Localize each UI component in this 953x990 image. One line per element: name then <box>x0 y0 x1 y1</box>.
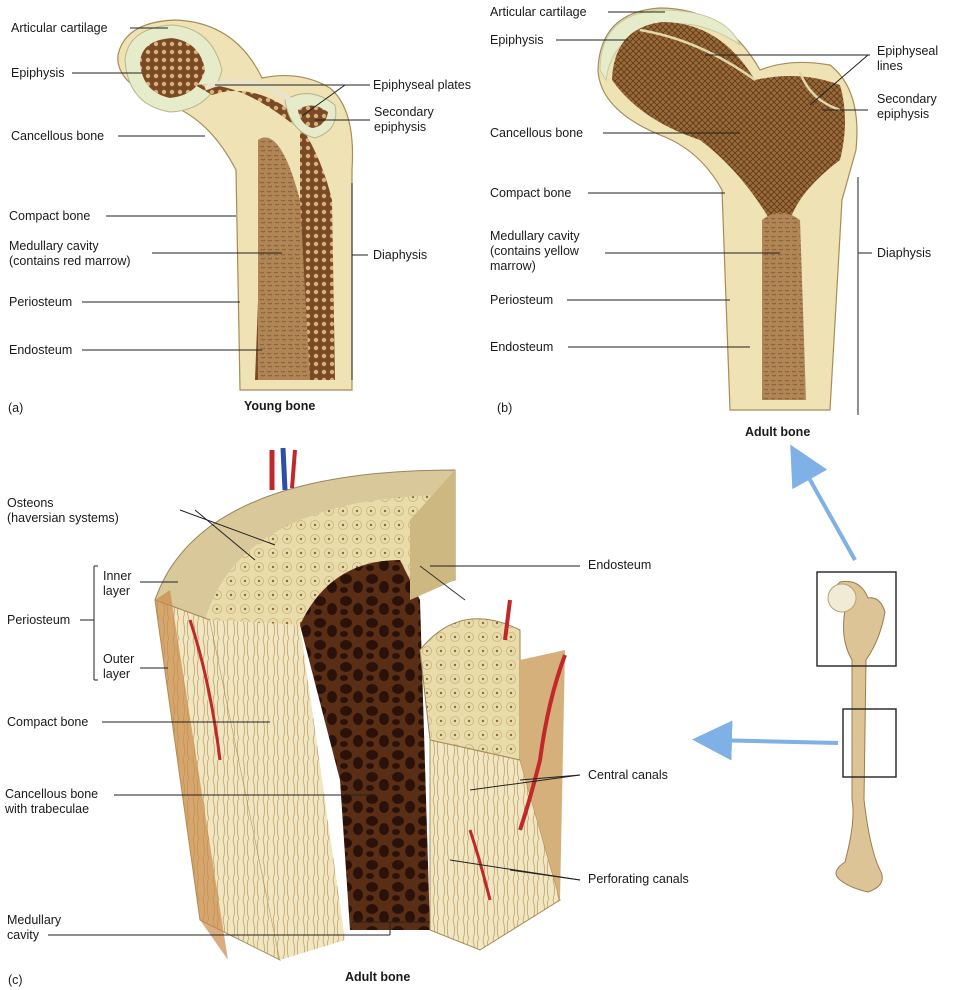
label-periosteum-c: Periosteum <box>7 613 71 627</box>
panel-letter-b: (b) <box>497 401 513 415</box>
panel-letter-c: (c) <box>8 973 23 987</box>
label-central-canals: Central canals <box>588 768 668 782</box>
caption-adult-bone-b: Adult bone <box>745 425 811 439</box>
femur-thumbnail <box>816 571 897 893</box>
label-epiphysis-a: Epiphysis <box>11 66 65 80</box>
label-diaphysis-a: Diaphysis <box>373 248 428 262</box>
label-periosteum-b: Periosteum <box>490 293 554 307</box>
label-medullary-cavity-a: Medullary cavity (contains red marrow) <box>9 239 131 268</box>
bone-section-illustration <box>154 447 567 961</box>
label-cancellous-bone-b: Cancellous bone <box>490 126 584 140</box>
adult-bone-illustration <box>597 7 858 411</box>
label-medullary-cavity-c: Medullary cavity <box>7 913 62 942</box>
arrow-to-section <box>692 720 839 761</box>
leader-lines <box>48 11 872 936</box>
label-epiphyseal-lines: Epiphyseal lines <box>877 44 939 73</box>
label-compact-bone-b: Compact bone <box>490 186 572 200</box>
panel-letter-a: (a) <box>8 401 24 415</box>
label-endosteum-b: Endosteum <box>490 340 554 354</box>
label-secondary-epiphysis-a: Secondary epiphysis <box>374 105 434 134</box>
caption-young-bone: Young bone <box>244 399 316 413</box>
label-secondary-epiphysis-b: Secondary epiphysis <box>877 92 937 121</box>
label-diaphysis-b: Diaphysis <box>877 246 932 260</box>
label-cancellous-bone-c: Cancellous bone with trabeculae <box>5 787 99 816</box>
label-endosteum-a: Endosteum <box>9 343 73 357</box>
label-osteons: Osteons (haversian systems) <box>7 496 119 525</box>
label-medullary-cavity-b: Medullary cavity (contains yellow marrow… <box>490 229 580 273</box>
label-compact-bone-c: Compact bone <box>7 715 89 729</box>
arrow-to-adult-bone <box>790 444 857 561</box>
young-bone-illustration <box>117 19 354 391</box>
label-epiphyseal-plates: Epiphyseal plates <box>373 78 471 92</box>
label-perforating-canals: Perforating canals <box>588 872 689 886</box>
label-inner-layer: Inner layer <box>103 569 132 598</box>
label-epiphysis-b: Epiphysis <box>490 33 544 47</box>
label-periosteum-a: Periosteum <box>9 295 73 309</box>
label-compact-bone-a: Compact bone <box>9 209 91 223</box>
caption-adult-bone-c: Adult bone <box>345 970 411 984</box>
label-endosteum-c: Endosteum <box>588 558 652 572</box>
label-outer-layer: Outer layer <box>103 652 135 681</box>
label-articular-cartilage-b: Articular cartilage <box>490 5 587 19</box>
highlight-box-diaphysis <box>842 708 897 778</box>
label-cancellous-bone-a: Cancellous bone <box>11 129 105 143</box>
label-articular-cartilage-a: Articular cartilage <box>11 21 108 35</box>
highlight-box-epiphysis <box>816 571 897 667</box>
